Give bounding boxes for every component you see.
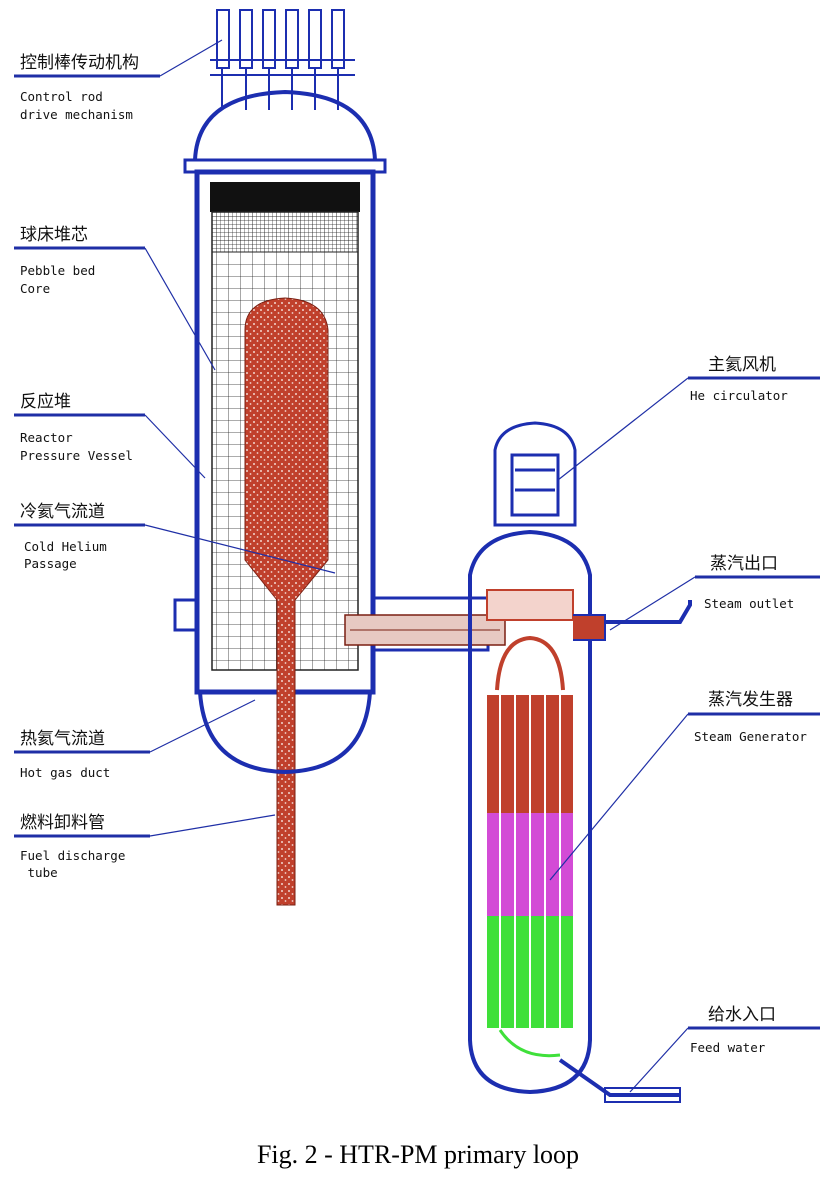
hot-gas-duct bbox=[344, 596, 506, 652]
label-rpv-en1: Reactor bbox=[20, 430, 73, 445]
label-fuel-en2: tube bbox=[20, 865, 58, 880]
reactor-pressure-vessel bbox=[173, 9, 387, 906]
label-steam-outlet: 蒸汽出口 Steam outlet bbox=[704, 554, 794, 611]
leader-lines bbox=[14, 39, 820, 1093]
label-steam-out-cn: 蒸汽出口 bbox=[710, 554, 778, 574]
label-steam-generator: 蒸汽发生器 Steam Generator bbox=[694, 690, 807, 744]
label-cold-helium: 冷氦气流道 Cold Helium Passage bbox=[20, 502, 107, 571]
label-hot-en1: Hot gas duct bbox=[20, 765, 110, 780]
label-feed-cn: 给水入口 bbox=[708, 1005, 776, 1025]
figure-caption: Fig. 2 - HTR-PM primary loop bbox=[257, 1140, 579, 1169]
label-cold-en1: Cold Helium bbox=[24, 539, 107, 554]
label-hot-cn: 热氦气流道 bbox=[20, 729, 105, 749]
label-feed-en1: Feed water bbox=[690, 1040, 766, 1055]
label-fuel-cn: 燃料卸料管 bbox=[20, 813, 105, 833]
label-cold-cn: 冷氦气流道 bbox=[20, 502, 105, 522]
label-core: 球床堆芯 Pebble bed Core bbox=[20, 225, 95, 296]
label-sg-cn: 蒸汽发生器 bbox=[708, 690, 793, 710]
label-feed-water: 给水入口 Feed water bbox=[690, 1005, 776, 1055]
label-crdm-en2: drive mechanism bbox=[20, 107, 133, 122]
steam-generator bbox=[468, 529, 692, 1103]
label-crdm-en1: Control rod bbox=[20, 89, 103, 104]
helium-circulator bbox=[493, 421, 577, 527]
label-steam-out-en1: Steam outlet bbox=[704, 596, 794, 611]
label-circ-en1: He circulator bbox=[690, 388, 788, 403]
label-fuel-discharge: 燃料卸料管 Fuel discharge tube bbox=[20, 813, 125, 880]
label-rpv-en2: Pressure Vessel bbox=[20, 448, 133, 463]
label-sg-en1: Steam Generator bbox=[694, 729, 807, 744]
label-core-cn: 球床堆芯 bbox=[20, 225, 88, 245]
label-rpv-cn: 反应堆 bbox=[20, 392, 71, 412]
label-core-en2: Core bbox=[20, 281, 50, 296]
label-circ-cn: 主氦风机 bbox=[708, 355, 776, 375]
label-crdm-cn: 控制棒传动机构 bbox=[20, 53, 139, 73]
label-crdm: 控制棒传动机构 Control rod drive mechanism bbox=[20, 53, 139, 122]
label-he-circulator: 主氦风机 He circulator bbox=[690, 355, 788, 403]
label-fuel-en1: Fuel discharge bbox=[20, 848, 125, 863]
pebble-bed bbox=[244, 297, 329, 906]
label-rpv: 反应堆 Reactor Pressure Vessel bbox=[20, 392, 133, 463]
control-rod-drive-mechanism bbox=[210, 9, 355, 110]
label-hot-gas-duct: 热氦气流道 Hot gas duct bbox=[20, 729, 110, 780]
label-core-en1: Pebble bed bbox=[20, 263, 95, 278]
label-cold-en2: Passage bbox=[24, 556, 77, 571]
